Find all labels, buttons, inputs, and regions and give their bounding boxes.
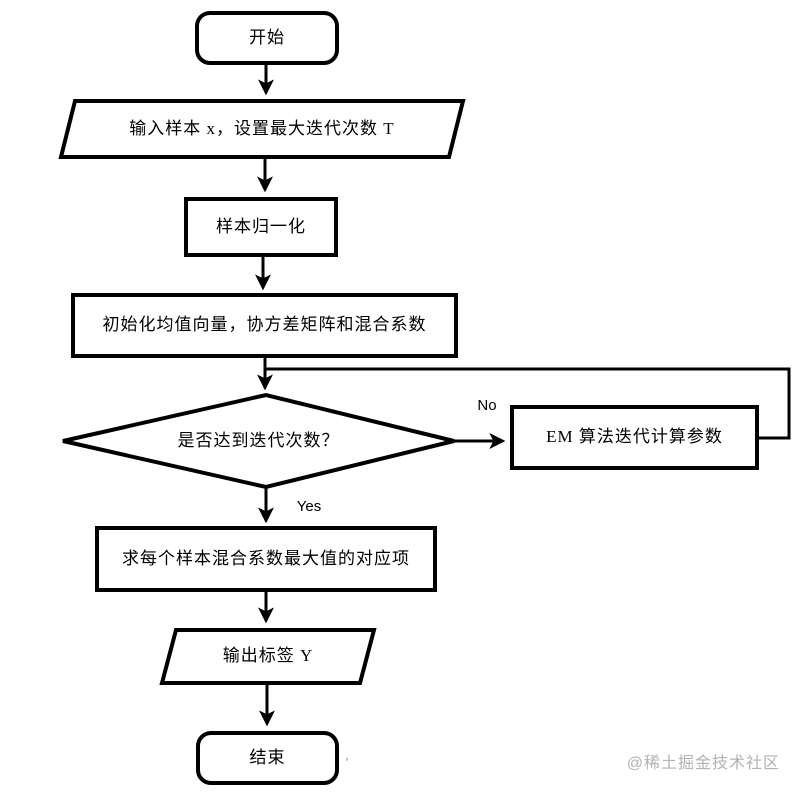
- output-node-shape: [159, 628, 377, 685]
- input-node-shape: [58, 99, 466, 159]
- edge-em-loopback: [266, 367, 791, 440]
- init-node-shape: [71, 293, 458, 358]
- normalize-node-shape: [184, 197, 338, 257]
- em-node-shape: [510, 405, 759, 470]
- argmax-node-shape: [95, 526, 437, 592]
- end-node-shape: [196, 731, 339, 785]
- decision-node-shape: [62, 392, 455, 490]
- start-node-shape: [195, 11, 339, 65]
